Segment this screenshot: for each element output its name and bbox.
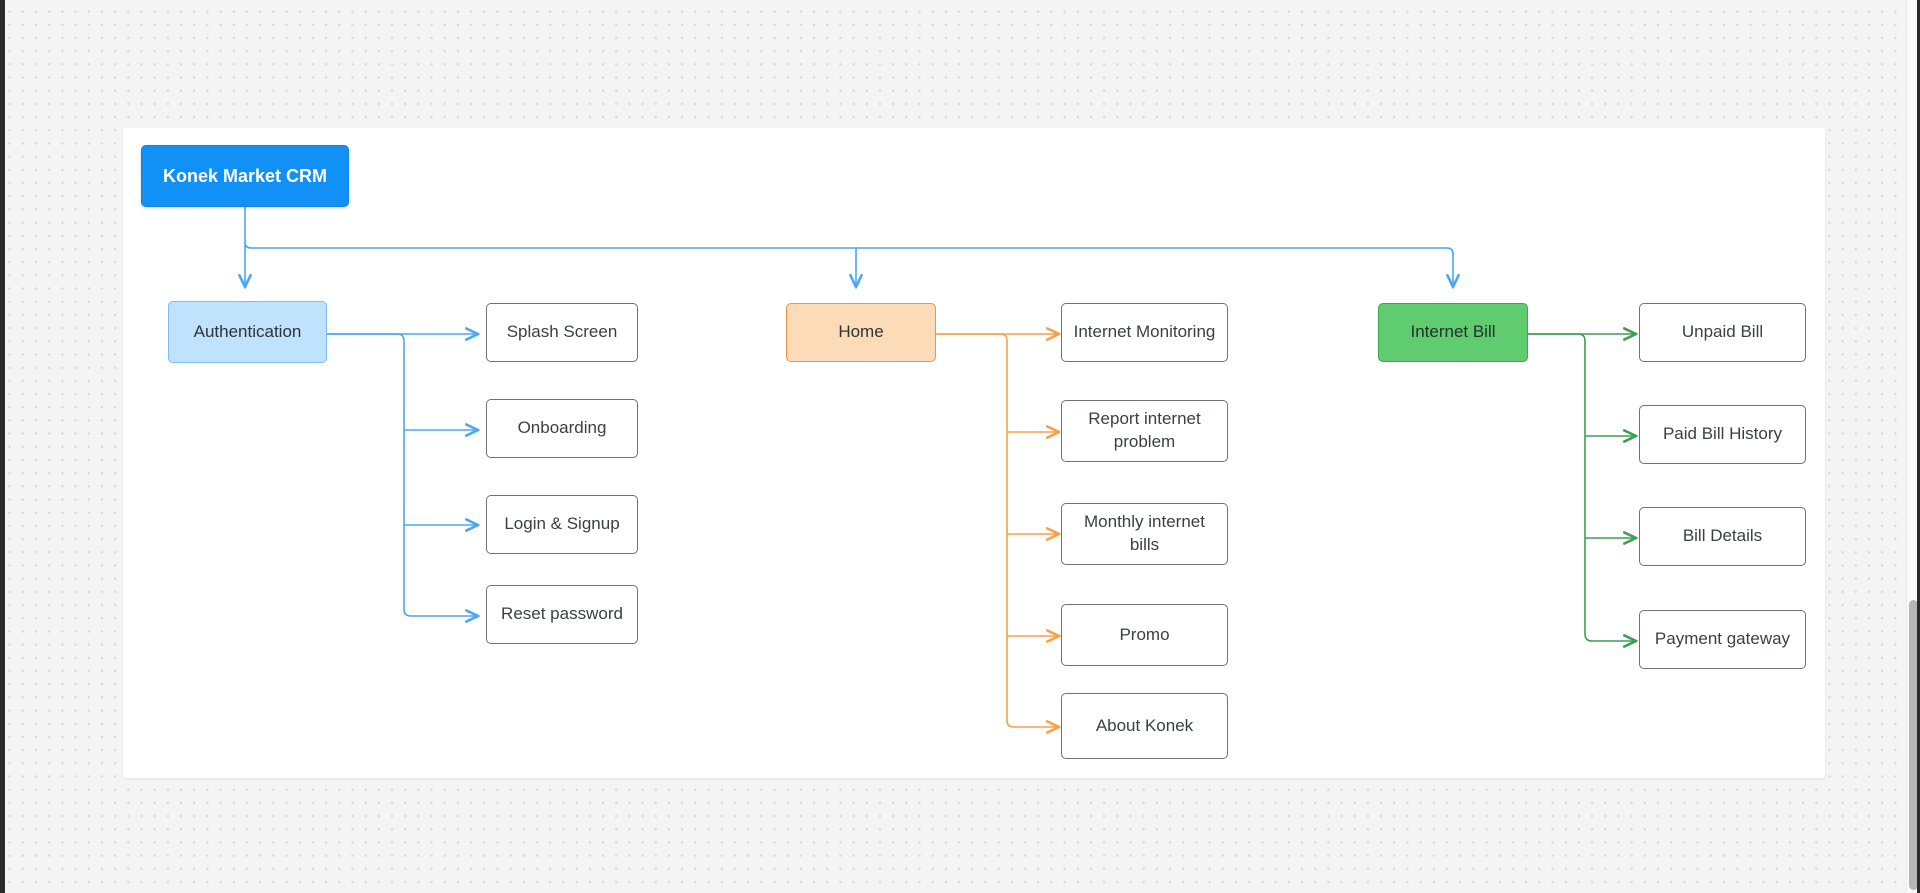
window-left-edge xyxy=(0,0,5,893)
node-unpaid-bill[interactable]: Unpaid Bill xyxy=(1639,303,1806,362)
vertical-scrollbar[interactable] xyxy=(1906,0,1920,893)
node-home[interactable]: Home xyxy=(786,303,936,362)
node-about-konek-label: About Konek xyxy=(1095,715,1194,735)
node-splash-screen-label: Splash Screen xyxy=(506,322,618,342)
node-about-konek[interactable]: About Konek xyxy=(1061,693,1228,759)
vertical-scrollbar-thumb[interactable] xyxy=(1909,600,1918,890)
node-monthly-internet-bills[interactable]: Monthly internet bills xyxy=(1061,503,1228,565)
node-payment-gateway-label: Payment gateway xyxy=(1654,629,1791,649)
node-home-label: Home xyxy=(838,322,884,342)
node-internet-monitoring-label: Internet Monitoring xyxy=(1073,322,1216,342)
node-internet-bill-label: Internet Bill xyxy=(1410,322,1496,342)
node-login-signup-label: Login & Signup xyxy=(504,514,620,534)
node-paid-bill-history-label: Paid Bill History xyxy=(1662,424,1783,444)
node-splash-screen[interactable]: Splash Screen xyxy=(486,303,638,362)
diagram-canvas[interactable] xyxy=(123,128,1825,778)
node-onboarding-label: Onboarding xyxy=(517,418,607,438)
node-reset-password-label: Reset password xyxy=(501,604,623,624)
window-right-edge xyxy=(1917,0,1920,893)
node-bill-details-label: Bill Details xyxy=(1682,526,1763,546)
node-root[interactable]: Konek Market CRM xyxy=(141,145,349,207)
node-authentication[interactable]: Authentication xyxy=(168,301,327,363)
node-root-label: Konek Market CRM xyxy=(162,165,328,186)
node-monthly-internet-bills-label: Monthly internet bills xyxy=(1084,512,1205,554)
node-reset-password[interactable]: Reset password xyxy=(486,585,638,644)
node-report-internet-problem[interactable]: Report internet problem xyxy=(1061,400,1228,462)
node-internet-monitoring[interactable]: Internet Monitoring xyxy=(1061,303,1228,362)
node-unpaid-bill-label: Unpaid Bill xyxy=(1681,322,1764,342)
node-paid-bill-history[interactable]: Paid Bill History xyxy=(1639,405,1806,464)
node-authentication-label: Authentication xyxy=(193,321,302,341)
node-promo[interactable]: Promo xyxy=(1061,604,1228,666)
node-login-signup[interactable]: Login & Signup xyxy=(486,495,638,554)
node-payment-gateway[interactable]: Payment gateway xyxy=(1639,610,1806,669)
node-onboarding[interactable]: Onboarding xyxy=(486,399,638,458)
node-promo-label: Promo xyxy=(1119,624,1170,644)
node-report-internet-problem-label: Report internet problem xyxy=(1088,409,1201,451)
node-bill-details[interactable]: Bill Details xyxy=(1639,507,1806,566)
node-internet-bill[interactable]: Internet Bill xyxy=(1378,303,1528,362)
